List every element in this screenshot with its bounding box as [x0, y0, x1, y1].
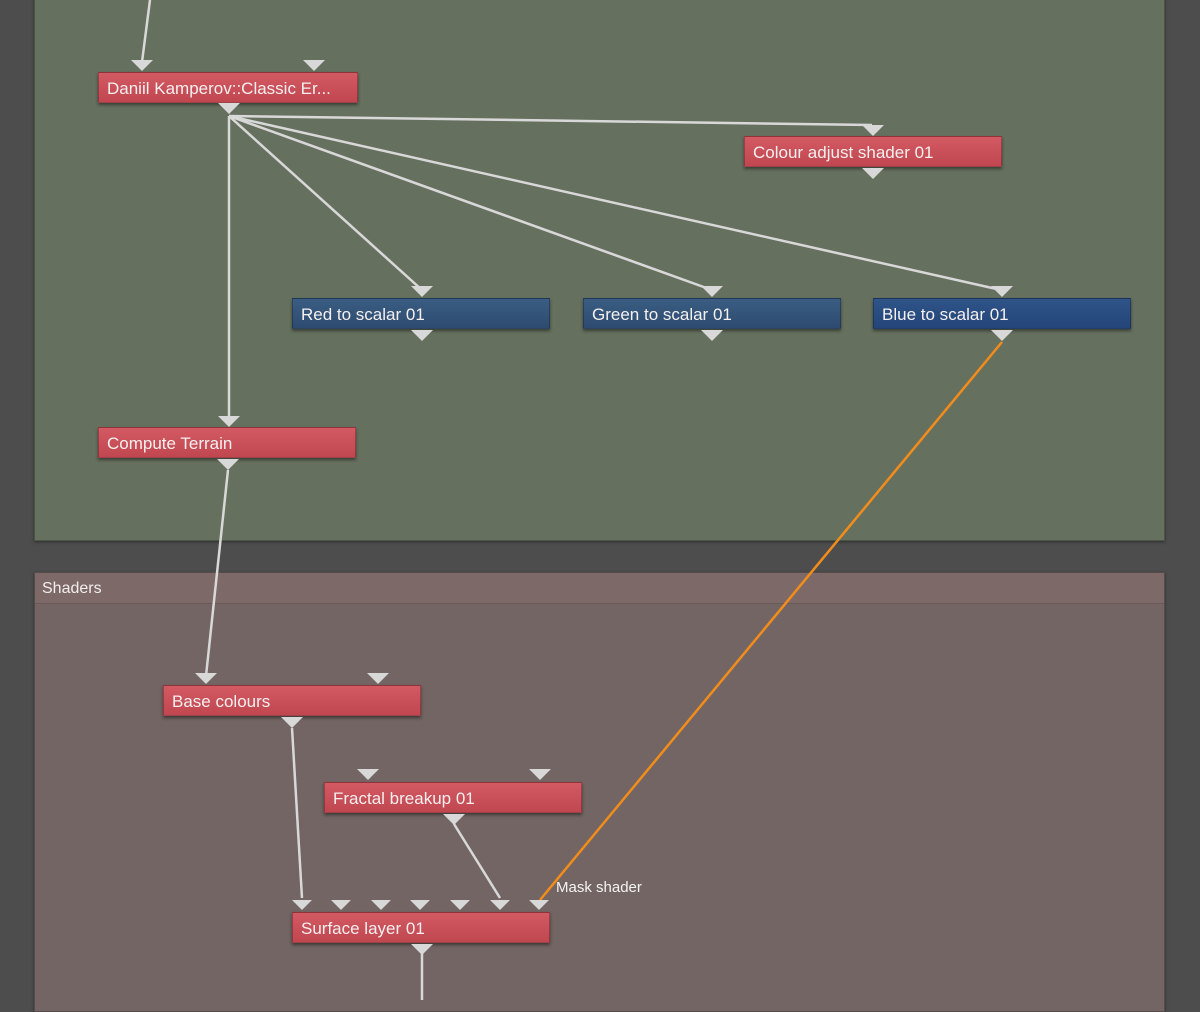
input-port[interactable]: [331, 900, 351, 910]
output-port[interactable]: [862, 168, 884, 179]
node-green-to-scalar[interactable]: Green to scalar 01: [583, 298, 841, 329]
node-group-shaders[interactable]: Shaders: [34, 572, 1165, 1012]
node-surface-layer[interactable]: Surface layer 01: [292, 912, 550, 943]
input-port[interactable]: [410, 900, 430, 910]
node-fractal-breakup[interactable]: Fractal breakup 01: [324, 782, 582, 813]
output-port[interactable]: [411, 944, 433, 955]
output-port[interactable]: [701, 330, 723, 341]
output-port[interactable]: [991, 330, 1013, 341]
input-port[interactable]: [529, 769, 551, 780]
node-blue-to-scalar[interactable]: Blue to scalar 01: [873, 298, 1131, 329]
input-port[interactable]: [490, 900, 510, 910]
input-port[interactable]: [367, 673, 389, 684]
output-port[interactable]: [217, 459, 239, 470]
input-port[interactable]: [450, 900, 470, 910]
mask-shader-label: Mask shader: [556, 879, 642, 896]
input-port[interactable]: [218, 416, 240, 427]
input-port[interactable]: [411, 286, 433, 297]
input-port[interactable]: [195, 673, 217, 684]
mask-shader-input-port[interactable]: [529, 900, 549, 910]
node-red-to-scalar[interactable]: Red to scalar 01: [292, 298, 550, 329]
output-port[interactable]: [411, 330, 433, 341]
output-port[interactable]: [218, 103, 240, 114]
output-port[interactable]: [281, 717, 303, 728]
input-port[interactable]: [991, 286, 1013, 297]
group-title-shaders[interactable]: Shaders: [35, 573, 1164, 604]
input-port[interactable]: [131, 60, 153, 71]
node-base-colours[interactable]: Base colours: [163, 685, 421, 716]
node-compute-terrain[interactable]: Compute Terrain: [98, 427, 356, 458]
output-port[interactable]: [443, 814, 465, 825]
input-port[interactable]: [357, 769, 379, 780]
input-port[interactable]: [371, 900, 391, 910]
input-port[interactable]: [292, 900, 312, 910]
node-colour-adjust[interactable]: Colour adjust shader 01: [744, 136, 1002, 167]
input-port[interactable]: [303, 60, 325, 71]
input-port[interactable]: [701, 286, 723, 297]
input-port[interactable]: [862, 125, 884, 136]
node-classic-erosion[interactable]: Daniil Kamperov::Classic Er...: [98, 72, 358, 103]
